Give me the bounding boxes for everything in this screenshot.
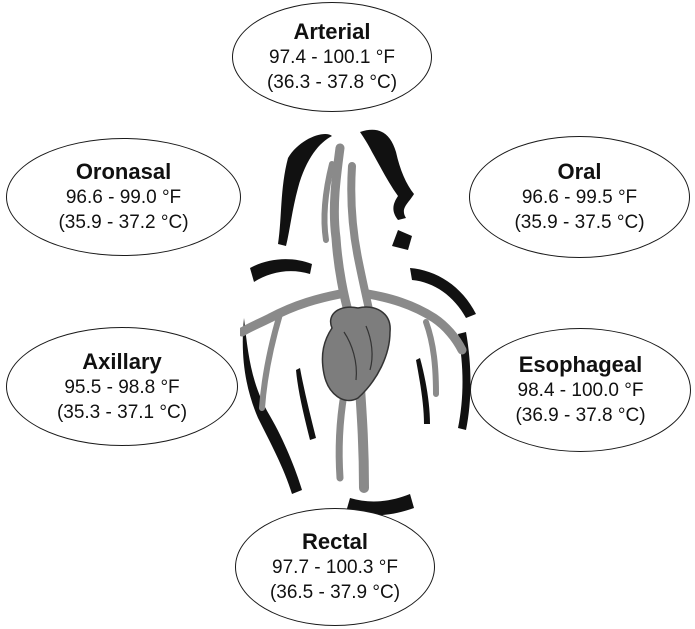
esophageal-celsius: (36.9 - 37.8 °C): [515, 403, 645, 428]
arterial-callout: Arterial 97.4 - 100.1 °F (36.3 - 37.8 °C…: [232, 2, 432, 112]
oronasal-callout: Oronasal 96.6 - 99.0 °F (35.9 - 37.2 °C): [6, 138, 241, 256]
axillary-label: Axillary: [82, 349, 162, 375]
esophageal-fahrenheit: 98.4 - 100.0 °F: [518, 378, 644, 403]
oral-fahrenheit: 96.6 - 99.5 °F: [522, 185, 637, 210]
esophageal-callout: Esophageal 98.4 - 100.0 °F (36.9 - 37.8 …: [470, 328, 691, 452]
oral-callout: Oral 96.6 - 99.5 °F (35.9 - 37.5 °C): [469, 136, 690, 258]
axillary-fahrenheit: 95.5 - 98.8 °F: [64, 375, 179, 400]
rectal-label: Rectal: [302, 529, 368, 555]
rectal-celsius: (36.5 - 37.9 °C): [270, 580, 400, 605]
esophageal-label: Esophageal: [519, 352, 642, 378]
axillary-celsius: (35.3 - 37.1 °C): [57, 400, 187, 425]
oronasal-label: Oronasal: [76, 159, 171, 185]
oral-celsius: (35.9 - 37.5 °C): [514, 210, 644, 235]
oronasal-celsius: (35.9 - 37.2 °C): [58, 210, 188, 235]
torso-heart-illustration: [240, 118, 480, 548]
arterial-fahrenheit: 97.4 - 100.1 °F: [269, 45, 395, 70]
rectal-fahrenheit: 97.7 - 100.3 °F: [272, 555, 398, 580]
arterial-label: Arterial: [293, 19, 370, 45]
rectal-callout: Rectal 97.7 - 100.3 °F (36.5 - 37.9 °C): [235, 508, 435, 626]
heart-shape: [322, 307, 390, 401]
oronasal-fahrenheit: 96.6 - 99.0 °F: [66, 185, 181, 210]
arterial-celsius: (36.3 - 37.8 °C): [267, 70, 397, 95]
axillary-callout: Axillary 95.5 - 98.8 °F (35.3 - 37.1 °C): [6, 327, 238, 446]
oral-label: Oral: [557, 159, 601, 185]
